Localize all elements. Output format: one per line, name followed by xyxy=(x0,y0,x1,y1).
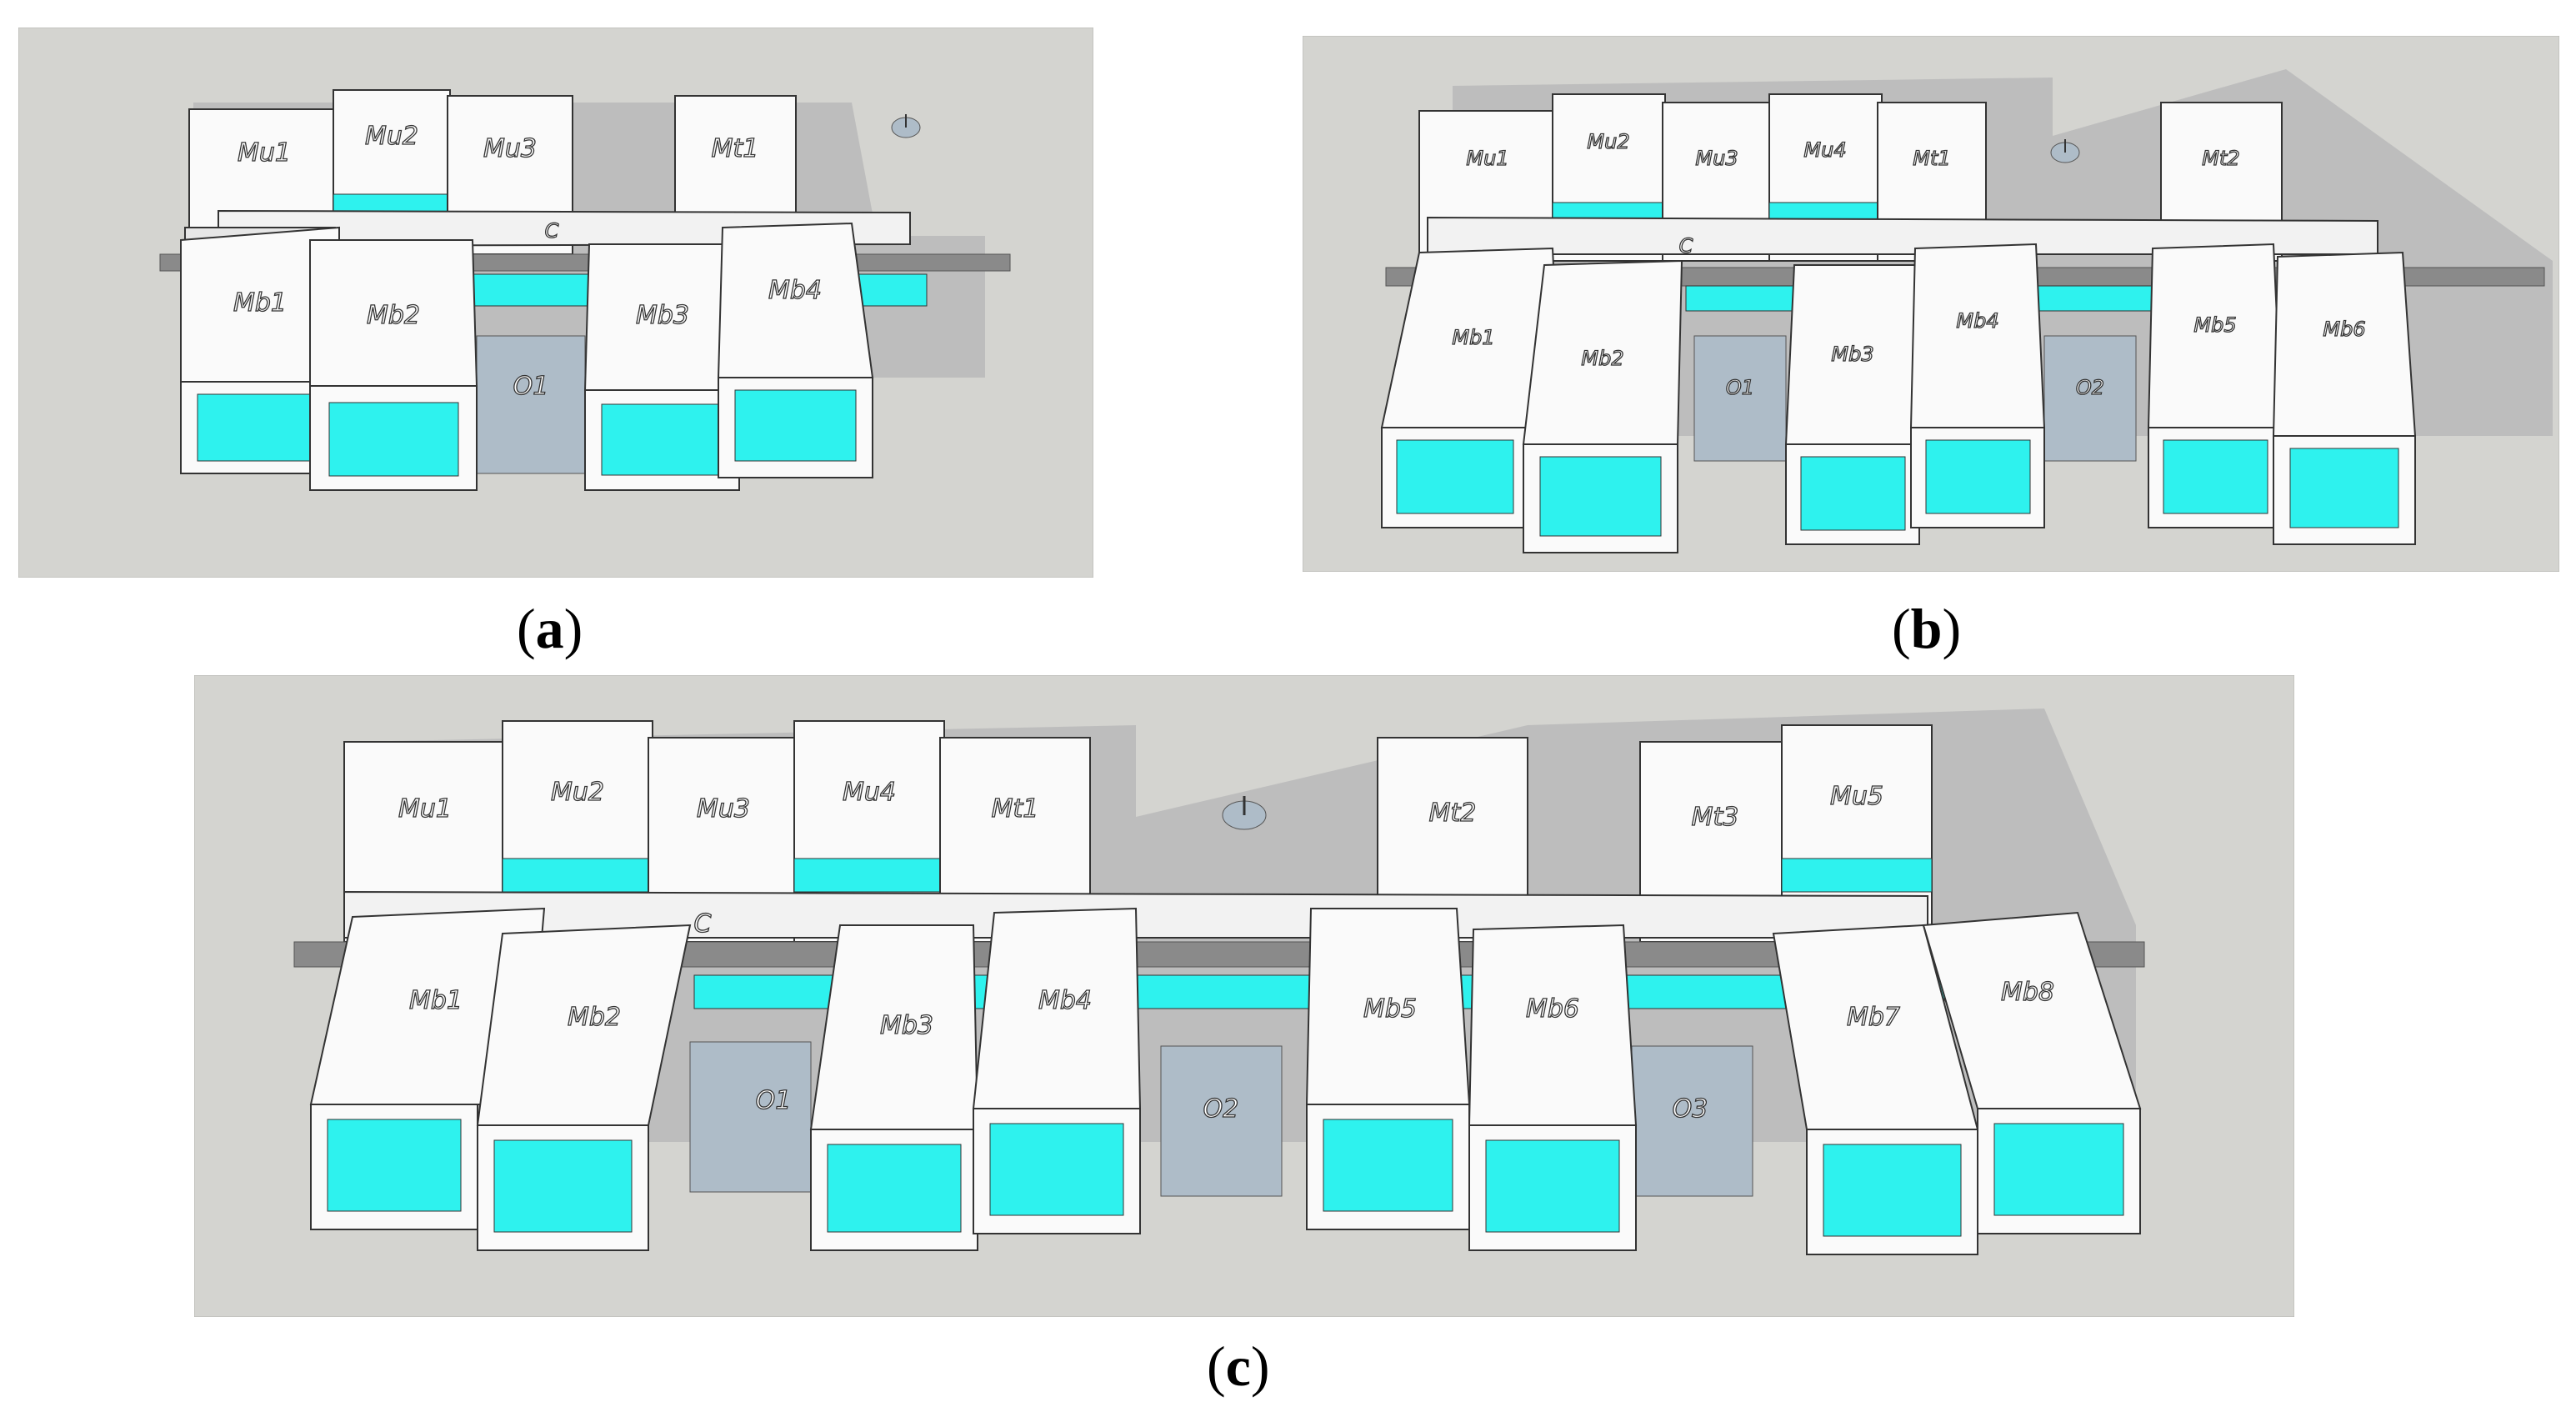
module-label: Mb4 xyxy=(1956,309,1998,333)
bottom-module: Mb1 xyxy=(309,907,546,1230)
caption-a: (a) xyxy=(517,597,583,660)
bottom-module: Mb3 xyxy=(809,924,979,1251)
caption-b: (b) xyxy=(1892,597,1962,660)
module-label: Mu1 xyxy=(238,138,291,168)
module-label: Mb7 xyxy=(1847,1003,1900,1032)
caption-c: (c) xyxy=(1207,1334,1270,1398)
bottom-module: Mb7 xyxy=(1772,924,1979,1255)
module-label: Mu2 xyxy=(551,778,604,807)
caption-letter: c xyxy=(1225,1334,1251,1398)
module-label: Mb2 xyxy=(1581,347,1623,370)
module-label: Mu4 xyxy=(843,778,896,807)
module-label: Mb1 xyxy=(409,986,463,1015)
bottom-module: Mb4 xyxy=(972,907,1142,1234)
module-label: Mb3 xyxy=(1831,343,1873,366)
module-label: Mb5 xyxy=(1363,994,1417,1024)
opening: O1 xyxy=(689,1041,812,1193)
panel-c: Mu1 Mu2 Mu3 Mu4 Mt1 Mt2 Mt3 Mu5 C xyxy=(194,675,2294,1317)
bottom-module: Mb4 xyxy=(717,222,874,478)
module-label: Mb3 xyxy=(880,1011,933,1040)
module-label: Mt1 xyxy=(1913,147,1950,170)
bottom-module: Mb1 xyxy=(1380,247,1563,528)
module-label: Mt2 xyxy=(1429,799,1477,828)
bottom-module: Mb5 xyxy=(2147,243,2283,528)
bottom-module: Mb6 xyxy=(1468,924,1638,1251)
power-button-icon xyxy=(2050,139,2080,163)
caption-letter: b xyxy=(1910,597,1943,660)
bottom-module: Mb2 xyxy=(309,239,478,491)
bottom-module: Mb3 xyxy=(583,243,741,491)
module-label: Mb1 xyxy=(1452,326,1494,349)
module-label: Mu4 xyxy=(1803,138,1846,162)
module-label: Mt3 xyxy=(1692,803,1739,832)
opening-label: O1 xyxy=(756,1086,792,1115)
bottom-module: Mb2 xyxy=(476,924,692,1251)
module-label: Mu2 xyxy=(365,122,418,151)
power-button-icon xyxy=(891,114,921,138)
bottom-module: Mb8 xyxy=(1922,911,2142,1234)
module-label: Mb3 xyxy=(636,301,689,330)
caption-letter: a xyxy=(535,597,564,660)
opening: O1 xyxy=(1693,335,1787,462)
module-label: Mt1 xyxy=(992,794,1039,824)
panel-a: Mu1 Mu2 Mu3 Mt1 C O1 Mb1 Mb2 xyxy=(18,28,1093,578)
bottom-module: Mb6 xyxy=(2272,251,2417,545)
module-label: Mt1 xyxy=(712,134,759,163)
module-label: Mb1 xyxy=(233,288,287,318)
module-label: Mt2 xyxy=(2202,147,2239,170)
panel-a-scene: Mu1 Mu2 Mu3 Mt1 C O1 Mb1 Mb2 xyxy=(18,28,1093,578)
opening: O1 xyxy=(476,335,586,474)
opening: O2 xyxy=(2043,335,2137,462)
bottom-module: Mb2 xyxy=(1522,259,1683,553)
opening-label: O1 xyxy=(513,372,549,401)
opening: O2 xyxy=(1160,1045,1283,1197)
module-label: Mu3 xyxy=(697,794,750,824)
module-label: Mb4 xyxy=(1038,986,1092,1015)
module-label: Mu3 xyxy=(483,134,537,163)
bottom-module: Mb3 xyxy=(1784,264,1921,545)
opening: O3 xyxy=(1631,1045,1753,1197)
module-label: Mb4 xyxy=(768,276,822,305)
conveyor-label: C xyxy=(545,219,559,243)
module-label: Mu1 xyxy=(398,794,452,824)
power-button-icon xyxy=(1222,796,1267,830)
opening-label: O2 xyxy=(2076,376,2104,399)
module-label: Mb2 xyxy=(367,301,420,330)
opening-label: O2 xyxy=(1203,1094,1239,1124)
module-label: Mb6 xyxy=(1526,994,1579,1024)
module-label: Mu2 xyxy=(1587,130,1629,153)
panel-c-scene: Mu1 Mu2 Mu3 Mu4 Mt1 Mt2 Mt3 Mu5 C xyxy=(194,675,2294,1317)
module-label: Mb8 xyxy=(2001,978,2054,1007)
panel-b-scene: Mu1 Mu2 Mu3 Mu4 Mt1 Mt2 C O1 O2 xyxy=(1303,36,2559,572)
opening-label: O3 xyxy=(1673,1094,1708,1124)
panel-b: Mu1 Mu2 Mu3 Mu4 Mt1 Mt2 C O1 O2 xyxy=(1303,36,2559,572)
conveyor-label: C xyxy=(694,909,712,939)
module-label: Mb5 xyxy=(2193,313,2236,337)
module-label: Mu3 xyxy=(1695,147,1738,170)
opening-label: O1 xyxy=(1726,376,1754,399)
module-label: Mb2 xyxy=(568,1003,621,1032)
module-label: Mu1 xyxy=(1466,147,1508,170)
bottom-module: Mb4 xyxy=(1909,243,2046,528)
module-label: Mu5 xyxy=(1830,782,1883,811)
module-label: Mb6 xyxy=(2323,318,2365,341)
conveyor-label: C xyxy=(1679,234,1693,258)
bottom-module: Mb5 xyxy=(1305,908,1471,1230)
